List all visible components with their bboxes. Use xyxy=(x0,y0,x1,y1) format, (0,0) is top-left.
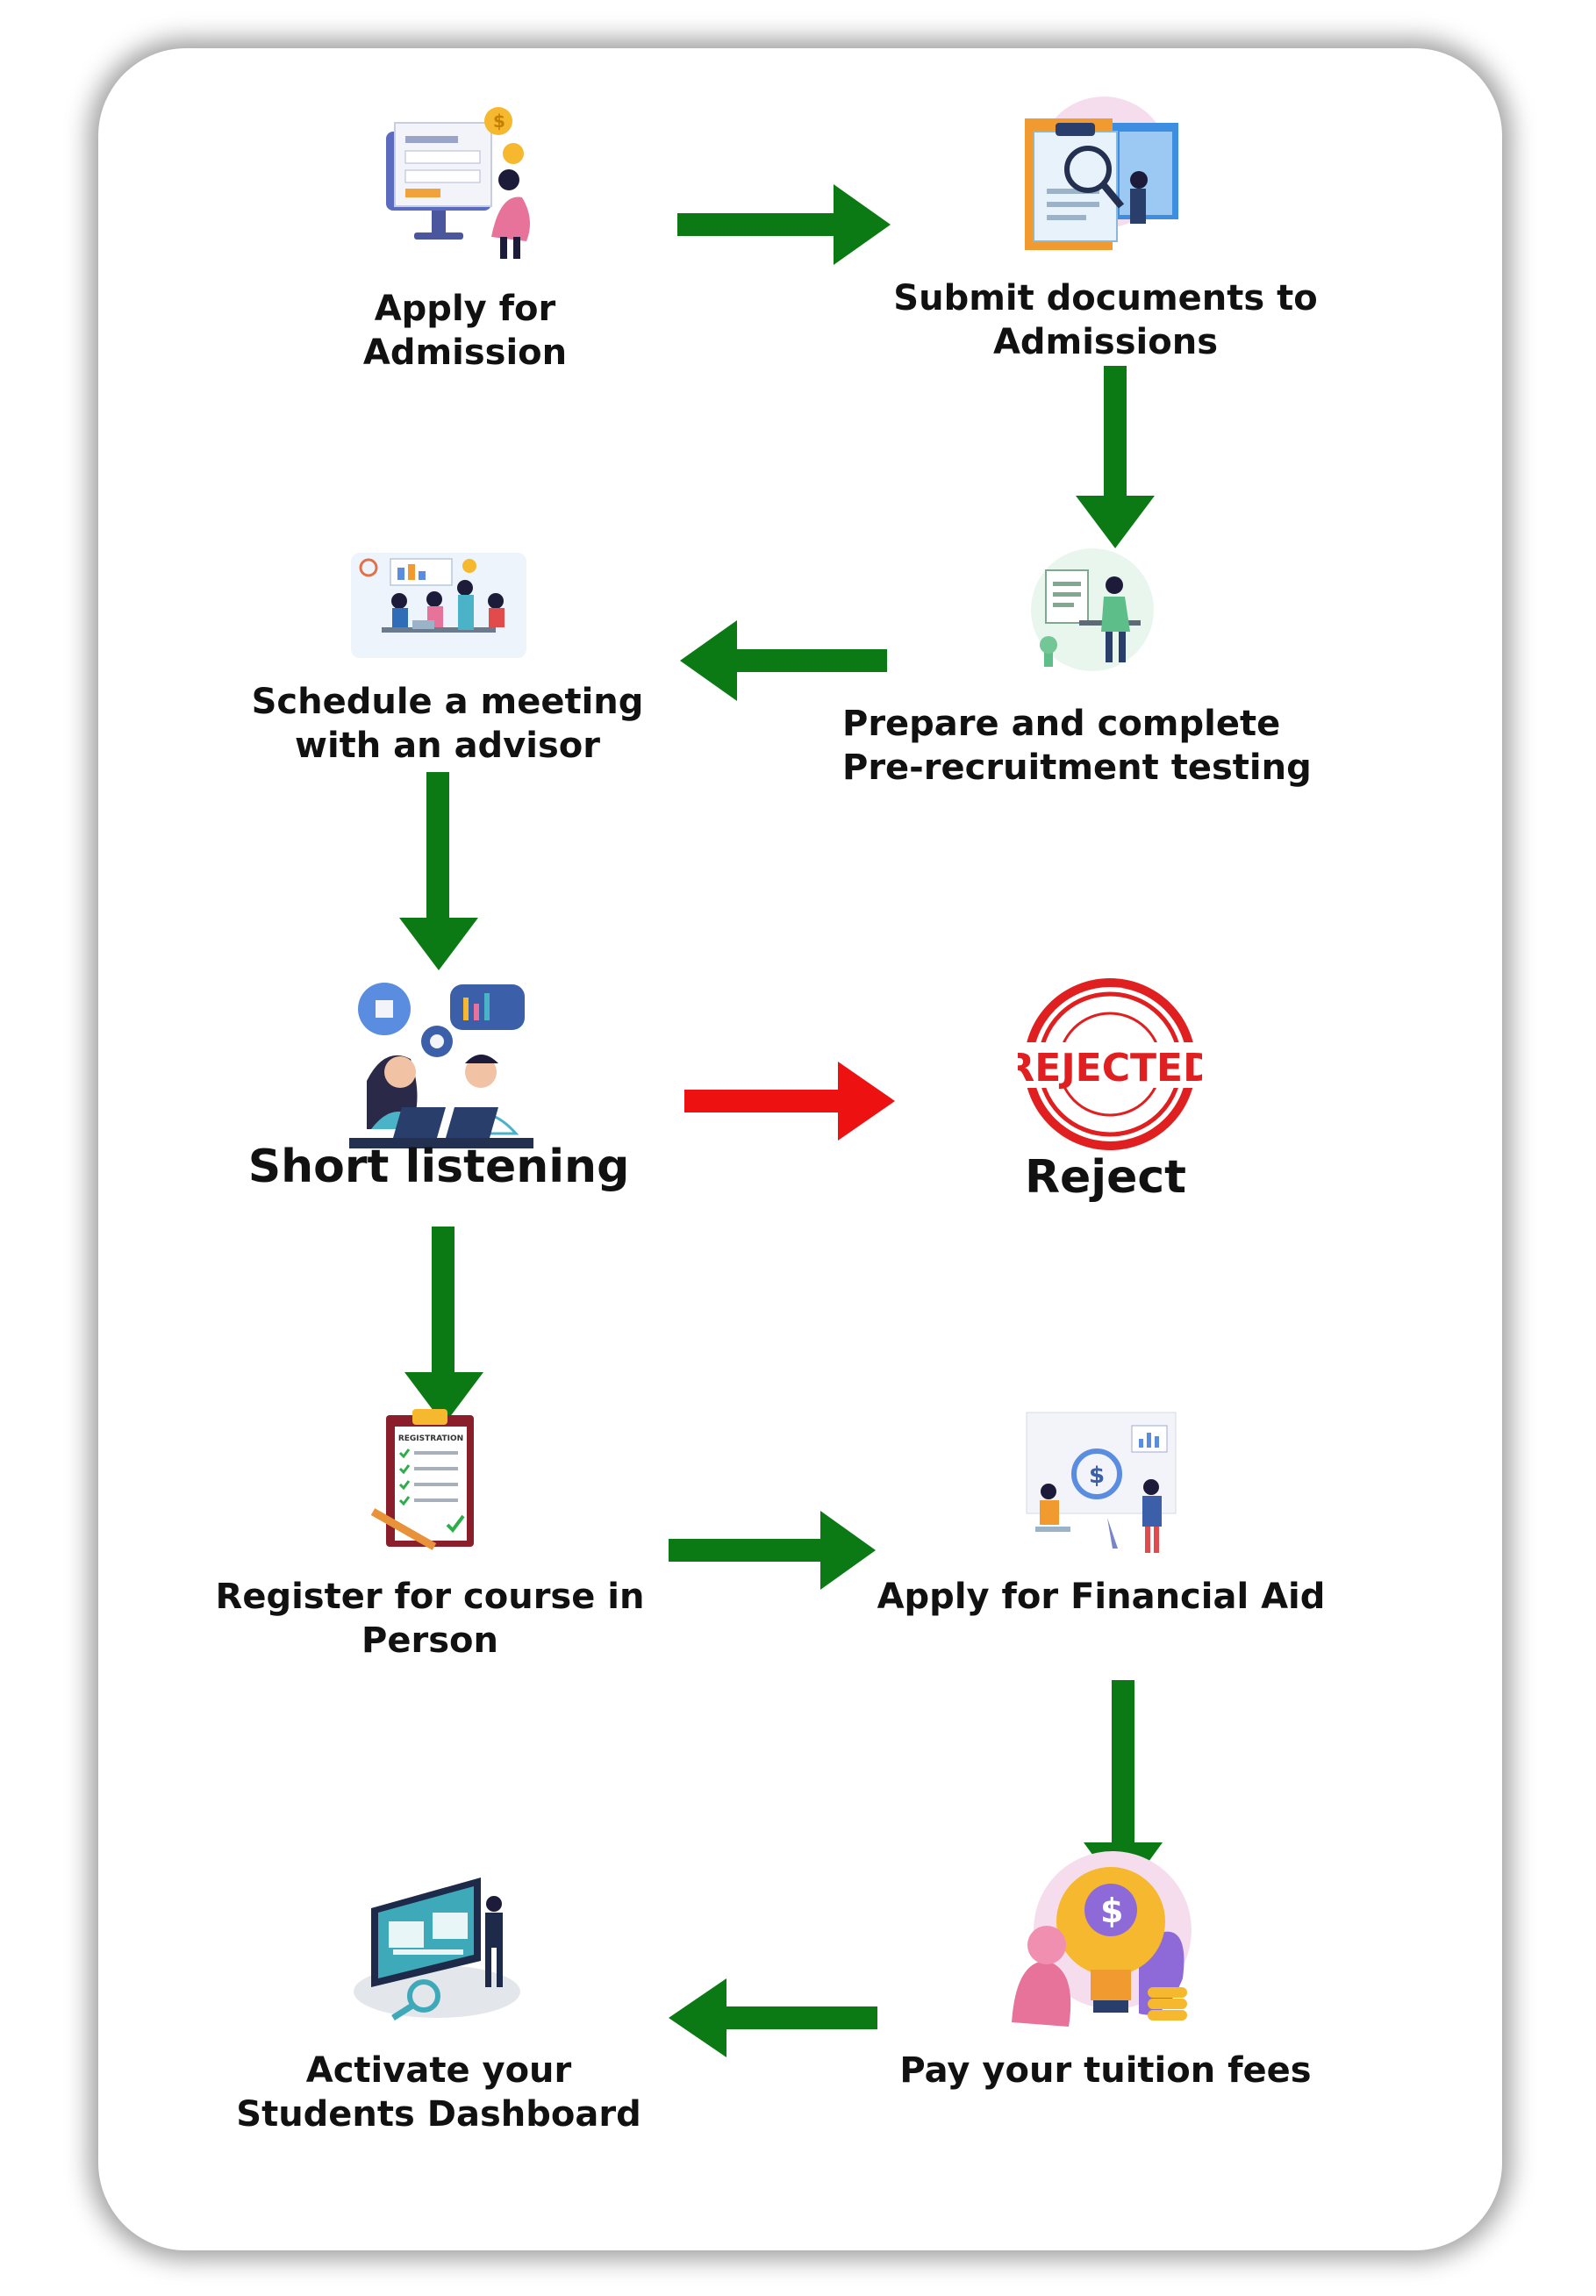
arrow-apply-to-documents xyxy=(677,184,891,265)
step-label: Short listening xyxy=(247,1141,630,1193)
step-label: Apply for Financial Aid xyxy=(877,1577,1326,1617)
rejected-stamp-icon: REJECTED xyxy=(1018,978,1202,1150)
svg-text:$: $ xyxy=(1100,1892,1123,1930)
lightbulb-dollar-icon: $ xyxy=(1012,1851,1192,2027)
step-label: Prepare and complete Pre-recruitment tes… xyxy=(842,704,1312,788)
registration-clipboard-icon: REGISTRATION xyxy=(370,1409,474,1550)
arrow-meeting-to-listening xyxy=(399,772,478,970)
team-meeting-icon xyxy=(351,553,526,658)
person-at-desk-icon xyxy=(1031,548,1154,671)
two-people-laptops-icon xyxy=(349,983,533,1148)
arrow-listening-to-register xyxy=(404,1227,483,1425)
arrow-register-to-aid xyxy=(669,1511,876,1590)
svg-text:$: $ xyxy=(493,111,505,132)
step-label: Schedule a meeting with an advisor xyxy=(251,682,644,766)
financial-aid-icon: $ xyxy=(1026,1412,1177,1553)
step-label: Register for course in Person xyxy=(215,1577,645,1661)
arrow-listening-to-reject xyxy=(684,1062,895,1141)
documents-magnifier-icon xyxy=(1025,97,1178,250)
arrow-pay-to-dashboard xyxy=(669,1978,877,2057)
arrow-documents-to-testing xyxy=(1076,366,1155,548)
step-label: Reject xyxy=(1024,1151,1187,1204)
stamp-text: REJECTED xyxy=(1018,1046,1202,1091)
flowchart-card xyxy=(98,48,1502,2250)
arrow-testing-to-meeting xyxy=(680,620,887,701)
online-application-icon: $ xyxy=(386,107,530,259)
step-label: Apply for Admission xyxy=(362,289,568,373)
dashboard-screen-icon xyxy=(354,1878,520,2021)
step-label: Activate your Students Dashboard xyxy=(236,2050,641,2135)
svg-text:$: $ xyxy=(1089,1463,1105,1489)
step-label: Pay your tuition fees xyxy=(899,2050,1312,2091)
form-title: REGISTRATION xyxy=(398,1434,463,1443)
step-label: Submit documents to Admissions xyxy=(893,278,1318,362)
